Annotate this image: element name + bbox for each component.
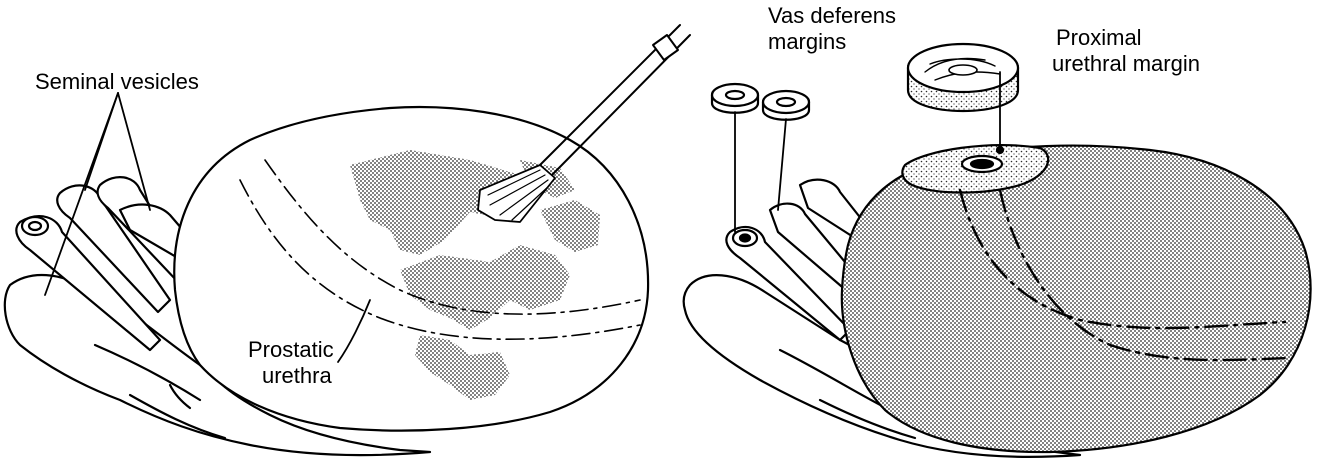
label-prostatic-urethra-line1: Prostatic bbox=[248, 338, 334, 362]
vas-ring-2 bbox=[763, 91, 809, 120]
label-prostatic-urethra-line2: urethra bbox=[262, 364, 332, 388]
proximal-margin-disk bbox=[908, 44, 1018, 111]
right-prostate-outline bbox=[842, 146, 1311, 452]
label-proximal-margin-line1: Proximal bbox=[1056, 26, 1142, 50]
vas-ring-2-leader bbox=[778, 119, 786, 210]
label-vas-deferens-line2: margins bbox=[768, 30, 846, 54]
left-tube-1-opening bbox=[22, 217, 48, 235]
label-seminal-vesicles: Seminal vesicles bbox=[35, 70, 199, 94]
label-vas-deferens-line1: Vas deferens bbox=[768, 4, 896, 28]
right-specimen bbox=[684, 44, 1311, 457]
right-urethral-opening-inner bbox=[971, 160, 993, 168]
brush-ferrule bbox=[653, 35, 678, 60]
right-tube-1-lumen bbox=[740, 235, 750, 242]
vas-ring-1 bbox=[712, 84, 758, 113]
label-proximal-margin-line2: urethral margin bbox=[1052, 52, 1200, 76]
left-vesicle-leader-2 bbox=[85, 93, 118, 190]
proximal-margin-leader-dot bbox=[997, 147, 1003, 153]
